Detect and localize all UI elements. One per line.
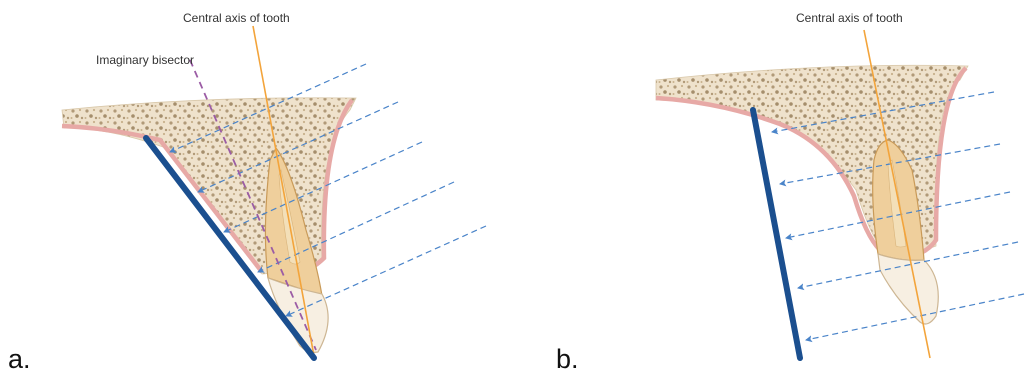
- central-axis-label: Central axis of tooth: [796, 11, 903, 25]
- panel-b: Central axis of tooth b.: [556, 11, 1024, 374]
- panel-label-b: b.: [556, 344, 579, 374]
- central-axis-label: Central axis of tooth: [183, 11, 290, 25]
- alveolar-bone: [62, 98, 356, 274]
- panel-a: Central axis of tooth Imaginary bisector…: [8, 11, 486, 374]
- image-receptor: [753, 110, 800, 358]
- bisector-label: Imaginary bisector: [96, 53, 194, 67]
- panel-label-a: a.: [8, 344, 31, 374]
